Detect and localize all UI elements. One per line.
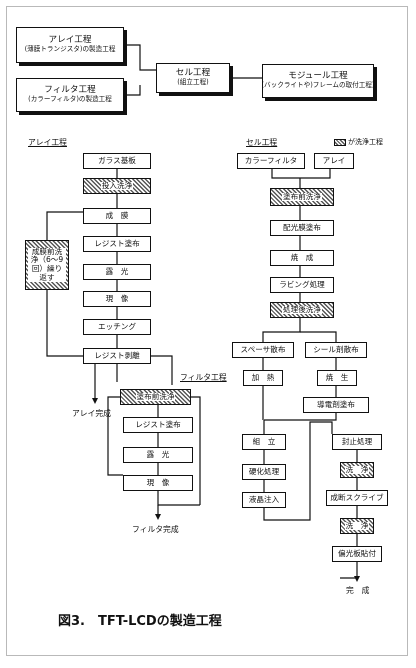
figure-frame <box>6 6 408 656</box>
cell-pre-coat-clean: 塗布前洗浄 <box>270 188 334 206</box>
figure-caption: 図3. TFT-LCDの製造工程 <box>58 614 222 629</box>
cell-cure: 硬化処理 <box>242 464 286 480</box>
cell-lc-injection: 液晶注入 <box>242 492 286 508</box>
cell-bake2: 焼 生 <box>317 370 357 386</box>
array-resist-coat: レジスト塗布 <box>83 236 151 252</box>
overview-cell-subtitle: (組立工程) <box>177 78 209 87</box>
filter-resist-coat: レジスト塗布 <box>123 417 193 433</box>
cell-wash-1: 洗 浄 <box>340 462 374 478</box>
filter-pre-clean: 塗布前洗浄 <box>120 389 191 405</box>
cell-conductive-coat: 導電剤塗布 <box>303 397 369 413</box>
cell-rubbing: ラビング処理 <box>270 277 334 293</box>
filter-complete-label: フィルタ完成 <box>132 525 179 534</box>
array-etching: エッチング <box>83 319 151 335</box>
cell-assemble: 組 立 <box>242 434 286 450</box>
cell-spacer-spray: スペーサ散布 <box>232 342 294 358</box>
cell-seal-spray: シール剤散布 <box>305 342 367 358</box>
array-loop-clean: 成膜前洗浄（6～9回）繰り返す <box>25 240 69 290</box>
hatch-legend-swatch <box>334 139 346 146</box>
cell-section-label: セル工程 <box>246 138 278 147</box>
overview-cell-box: セル工程 (組立工程) <box>156 63 230 93</box>
cell-seal-process: 封止処理 <box>332 434 382 450</box>
overview-array-title: アレイ工程 <box>48 35 92 46</box>
overview-module-box: モジュール工程 (バックライトや)フレームの取付工程) <box>261 64 375 98</box>
cell-complete-label: 完 成 <box>346 586 370 595</box>
overview-cell-title: セル工程 <box>175 68 211 79</box>
cell-scribe: 成断スクライブ <box>326 490 388 506</box>
array-section-label: アレイ工程 <box>28 138 67 147</box>
cell-polarizer-attach: 偏光板貼付 <box>332 546 382 562</box>
overview-filter-subtitle: (カラーフィルタ)の製造工程 <box>28 95 112 104</box>
array-develop: 現 像 <box>83 291 151 307</box>
filter-section-label: フィルタ工程 <box>180 373 227 382</box>
filter-develop: 現 像 <box>123 475 193 491</box>
cell-array-input: アレイ <box>314 153 354 169</box>
cell-alignment-coat: 配光膜塗布 <box>270 220 334 236</box>
array-input-clean: 投入洗浄 <box>83 178 151 194</box>
cell-post-clean: 処理後洗浄 <box>270 302 334 318</box>
cell-bake: 焼 成 <box>270 250 334 266</box>
overview-array-subtitle: (薄膜トランジスタ)の製造工程 <box>24 45 116 54</box>
cell-color-filter: カラーフィルタ <box>237 153 305 169</box>
cell-heat: 加 熱 <box>243 370 283 386</box>
filter-exposure: 露 光 <box>123 447 193 463</box>
overview-filter-title: フィルタ工程 <box>44 85 96 96</box>
overview-filter-box: フィルタ工程 (カラーフィルタ)の製造工程 <box>16 78 124 112</box>
array-glass-substrate: ガラス基板 <box>83 153 151 169</box>
array-exposure: 露 光 <box>83 264 151 280</box>
array-film-deposition: 成 膜 <box>83 208 151 224</box>
overview-module-title: モジュール工程 <box>288 71 348 82</box>
array-complete-label: アレイ完成 <box>72 409 111 418</box>
overview-module-subtitle: (バックライトや)フレームの取付工程) <box>261 81 375 90</box>
overview-array-box: アレイ工程 (薄膜トランジスタ)の製造工程 <box>16 27 124 63</box>
array-resist-strip: レジスト剥離 <box>83 348 151 364</box>
hatch-legend-label: が洗浄工程 <box>348 138 383 146</box>
cell-wash-2: 洗 浄 <box>340 518 374 534</box>
